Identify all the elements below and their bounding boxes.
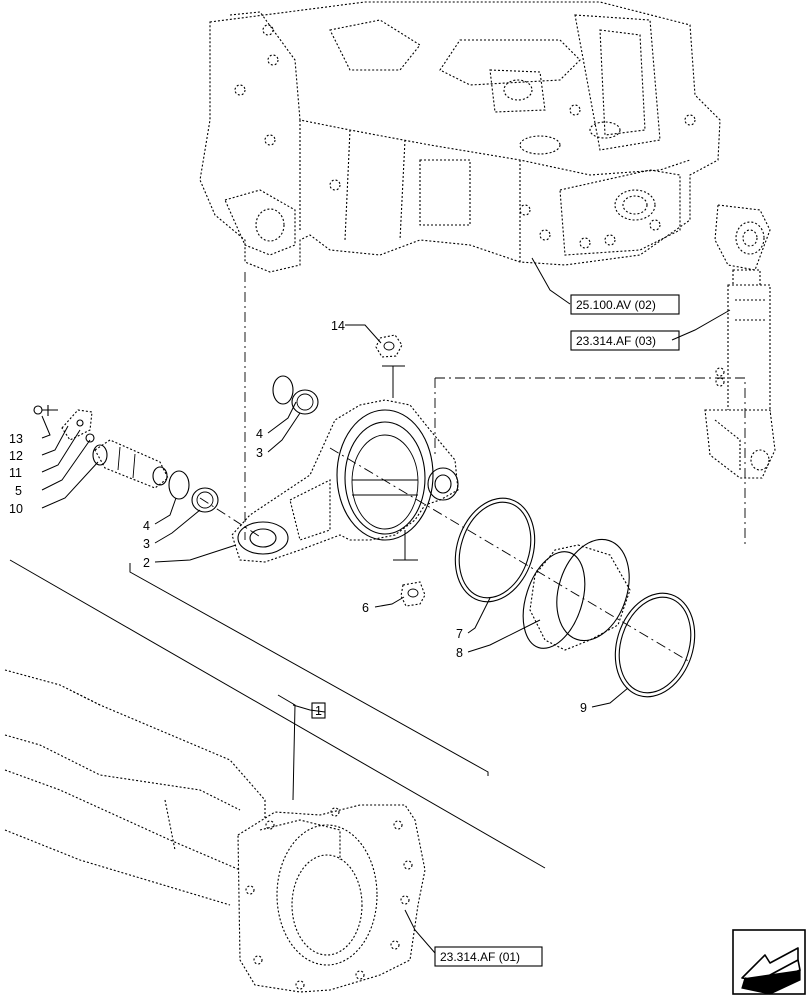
callout-4: 4	[143, 519, 150, 533]
plug-drawing	[400, 581, 426, 607]
callout-4: 4	[256, 427, 263, 441]
reference-link-25-100-av-02[interactable]: 25.100.AV (02)	[570, 294, 680, 315]
reference-link-23-314-af-03[interactable]: 23.314.AF (03)	[570, 330, 680, 351]
group-pointer	[277, 694, 326, 801]
callout-7: 7	[456, 627, 463, 641]
steering-cylinder-drawing	[704, 204, 776, 479]
previous-page-arrow-icon[interactable]	[732, 929, 806, 995]
axle-drawing	[4, 669, 426, 993]
callout-12: 12	[9, 449, 23, 463]
group-bracket-upper	[129, 563, 489, 776]
callout-11: 11	[9, 466, 22, 480]
group-bracket-lower	[9, 559, 546, 869]
section-marker-top	[382, 365, 405, 398]
callout-9: 9	[580, 701, 587, 715]
callout-13: 13	[9, 432, 23, 446]
pivot-pin-drawing	[33, 405, 169, 489]
callout-8: 8	[456, 646, 463, 660]
callout-3: 3	[256, 446, 263, 460]
reference-link-label: 23.314.AF (03)	[576, 334, 656, 348]
reference-link-23-314-af-01[interactable]: 23.314.AF (01)	[434, 946, 543, 967]
leader-lines	[41, 257, 731, 954]
callout-14: 14	[331, 319, 345, 333]
callout-1: 1	[315, 704, 322, 718]
callout-3: 3	[143, 537, 150, 551]
seal-ring-drawing	[454, 497, 696, 698]
bushing-drawing	[168, 375, 319, 513]
nut-drawing	[375, 334, 403, 358]
support-housing-drawing	[231, 399, 459, 563]
section-marker-bottom	[393, 530, 418, 561]
callout-2: 2	[143, 556, 150, 570]
reference-link-label: 23.314.AF (01)	[440, 950, 520, 964]
callout-10: 10	[9, 502, 23, 516]
front-frame-drawing	[199, 1, 721, 273]
callout-1-box	[311, 702, 326, 719]
reference-link-label: 25.100.AV (02)	[576, 298, 656, 312]
callout-5: 5	[15, 484, 22, 498]
callout-6: 6	[362, 601, 369, 615]
center-lines	[199, 272, 746, 663]
